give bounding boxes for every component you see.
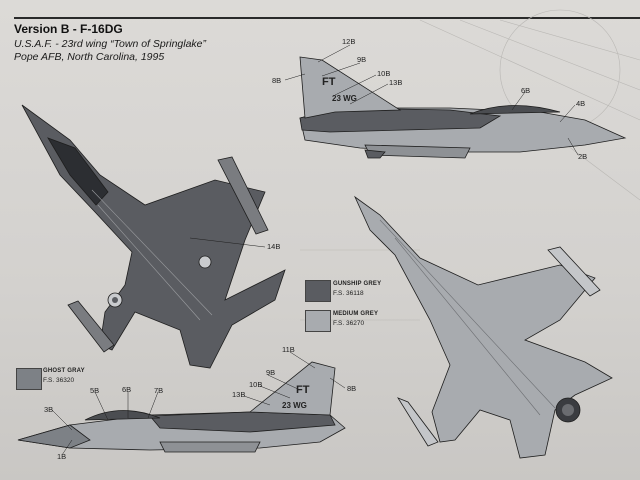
callout-1B: 1B — [57, 452, 67, 461]
top-view-roundel-2 — [198, 255, 212, 269]
callout-13B-top: 13B — [389, 78, 403, 87]
side-left-underbelly — [159, 441, 261, 453]
bottom-view-aircraft — [354, 195, 613, 459]
top-view-spine — [91, 189, 213, 321]
right-profile-wing-code: 23 WG — [332, 94, 357, 103]
callout-2B: 2B — [578, 152, 588, 161]
top-view-aircraft — [21, 104, 286, 369]
callout-4B: 4B — [576, 99, 586, 108]
top-view-canopy — [47, 137, 109, 206]
side-view-left — [17, 361, 346, 453]
callout-11B: 11B — [282, 345, 295, 354]
callout-leaders — [51, 44, 579, 456]
gunship-grey-swatch — [305, 280, 331, 302]
base-subtitle: Pope AFB, North Carolina, 1995 — [14, 51, 165, 63]
callout-10B-top: 10B — [377, 69, 391, 78]
medium-grey-name: Medium Grey — [333, 311, 379, 317]
right-profile-tail-code: FT — [322, 76, 336, 88]
top-view-missile-left — [67, 300, 115, 353]
callout-10B-bottom: 10B — [249, 380, 263, 389]
side-view-right — [299, 56, 627, 159]
callout-7B: 7B — [154, 386, 164, 395]
ghost-gray-swatch — [16, 368, 42, 390]
side-left-nose — [17, 424, 91, 449]
background-linework — [300, 9, 640, 321]
callout-12B: 12B — [342, 37, 356, 46]
top-view-missile-right — [217, 156, 269, 235]
ghost-gray-name: Ghost Gray — [43, 368, 85, 374]
callout-14B: 14B — [267, 242, 281, 251]
left-profile-wing-code: 23 WG — [282, 401, 307, 410]
callout-8B-bottom: 8B — [347, 384, 357, 393]
medium-grey-fs: F.S. 36270 — [333, 320, 365, 327]
ghost-gray-fs: F.S. 36320 — [43, 377, 75, 384]
callout-9B-bottom: 9B — [266, 368, 276, 377]
callout-13B-bottom: 13B — [232, 390, 246, 399]
side-right-gear — [364, 149, 386, 159]
side-left-canopy — [84, 410, 161, 421]
callout-5B: 5B — [90, 386, 100, 395]
bottom-view-missile-right — [547, 246, 601, 297]
bottom-view-missile-left — [397, 397, 439, 447]
unit-subtitle: U.S.A.F. - 23rd wing “Town of Springlake… — [14, 38, 207, 50]
side-left-fin — [248, 361, 336, 416]
callout-3B: 3B — [44, 405, 54, 414]
page-title: Version B - F-16DG — [14, 22, 123, 36]
header-rule — [14, 17, 640, 19]
left-profile-tail-code: FT — [296, 384, 310, 396]
side-right-canopy — [469, 105, 561, 115]
medium-grey-swatch — [305, 310, 331, 332]
gunship-grey-name: Gunship Grey — [333, 281, 382, 287]
gunship-grey-fs: F.S. 36118 — [333, 290, 364, 297]
callout-6B-top: 6B — [521, 86, 531, 95]
callout-9B-top: 9B — [357, 55, 367, 64]
callout-8B-top: 8B — [272, 76, 282, 85]
callout-6B-bottom: 6B — [122, 385, 132, 394]
bottom-view-centerline — [379, 219, 556, 416]
